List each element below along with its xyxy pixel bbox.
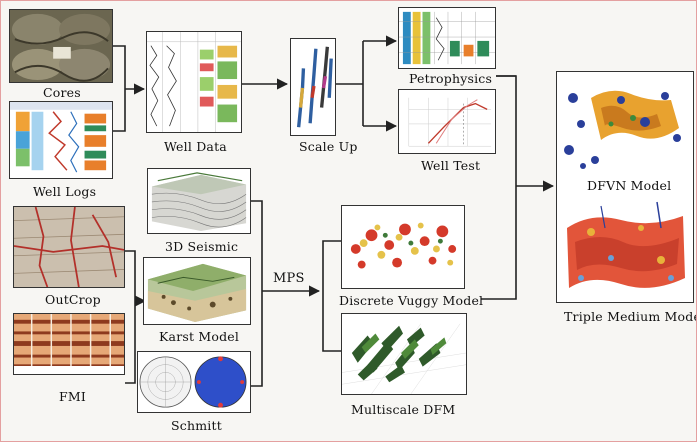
triple-medium-label: Triple Medium Model <box>564 309 697 324</box>
petrophysics-image <box>398 7 496 69</box>
well-data-image <box>146 31 242 133</box>
bracket-cores-logs <box>113 45 126 132</box>
multiscale-dfm-image <box>341 313 467 395</box>
bracket-seismic-group <box>251 200 263 387</box>
fmi-label: FMI <box>59 389 87 404</box>
mps-label: MPS <box>273 271 305 286</box>
cores-label: Cores <box>43 85 81 100</box>
outcrop-label: OutCrop <box>45 292 101 307</box>
scale-up-label: Scale Up <box>299 139 358 154</box>
dfvn-model-label: DFVN Model <box>587 178 672 193</box>
merge-petro <box>496 75 517 186</box>
bracket-outcrop-fmi <box>125 250 136 384</box>
multiscale-dfm-label: Multiscale DFM <box>351 402 456 417</box>
seismic-3d-image <box>147 168 251 234</box>
petrophysics-label: Petrophysics <box>409 71 493 86</box>
karst-model-image <box>143 257 251 325</box>
triple-medium-image <box>561 198 689 298</box>
fmi-image <box>13 313 125 375</box>
discrete-vuggy-image <box>341 205 465 289</box>
cores-image <box>9 9 113 83</box>
well-logs-label: Well Logs <box>33 184 97 199</box>
scale-up-image <box>290 38 336 136</box>
well-data-label: Well Data <box>164 139 227 154</box>
well-logs-image <box>9 101 113 179</box>
well-test-image <box>398 89 496 154</box>
seismic-3d-label: 3D Seismic <box>165 239 239 254</box>
schmitt-image <box>137 351 251 413</box>
outcrop-image <box>13 206 125 288</box>
karst-model-label: Karst Model <box>159 329 240 344</box>
merge-vuggy <box>481 186 517 300</box>
final-models-panel: DFVN Model <box>556 71 694 303</box>
dfvn-model-image <box>561 78 689 174</box>
schmitt-label: Schmitt <box>171 418 222 433</box>
discrete-vuggy-label: Discrete Vuggy Model <box>339 293 484 308</box>
well-test-label: Well Test <box>421 158 481 173</box>
